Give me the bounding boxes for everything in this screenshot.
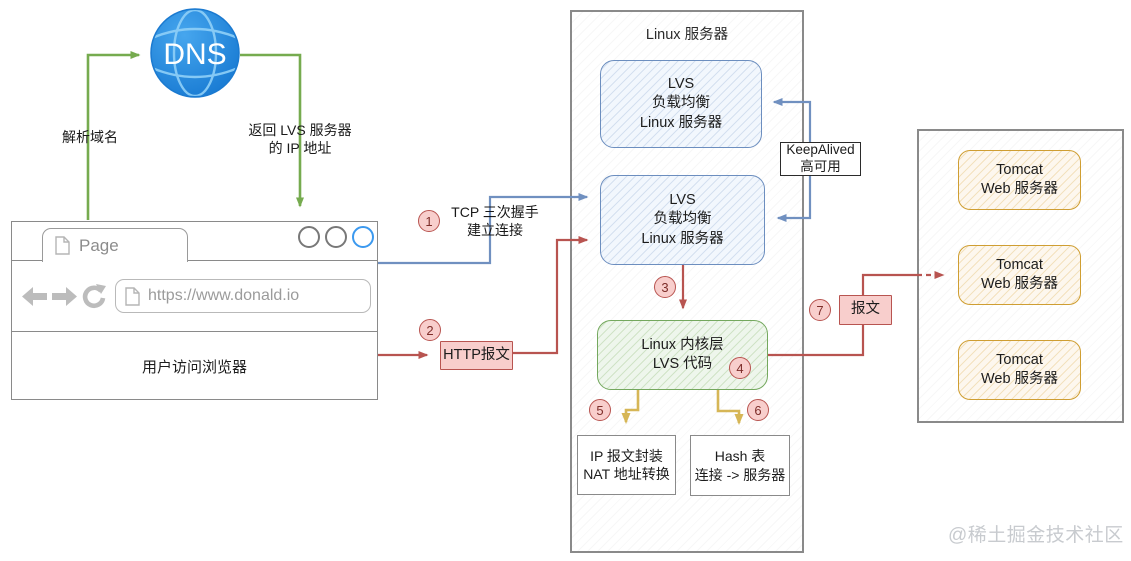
- url-bar[interactable]: https://www.donald.io: [115, 279, 371, 313]
- tcp-handshake-label: TCP 三次握手 建立连接: [451, 204, 539, 238]
- keepalived-label-box: KeepAlived 高可用: [780, 142, 861, 176]
- watermark: @稀土掘金技术社区: [948, 525, 1124, 546]
- step-4-badge: 4: [729, 357, 751, 379]
- url-text: https://www.donald.io: [148, 287, 300, 304]
- lvs-main-server-box: LVS 负载均衡 Linux 服务器: [600, 175, 765, 265]
- kernel-lvs-code-box: Linux 内核层 LVS 代码: [597, 320, 768, 390]
- kernel-to-nat-arrow: [621, 390, 640, 424]
- window-button-1[interactable]: [298, 226, 320, 248]
- tab-title: Page: [79, 235, 119, 255]
- resolve-domain-label: 解析域名: [62, 129, 118, 145]
- packet-box: 报文: [839, 295, 892, 325]
- http-to-lvs-arrow: [513, 236, 589, 355]
- browser-nav-bar: https://www.donald.io: [12, 261, 377, 332]
- dns-label: DNS: [163, 38, 226, 71]
- browser-tab-bar: Page: [12, 222, 377, 262]
- dns-globe-icon: DNS: [150, 8, 240, 98]
- window-button-3[interactable]: [352, 226, 374, 248]
- return-ip-label: 返回 LVS 服务器 的 IP 地址: [248, 122, 352, 156]
- tomcat-server-box-1: Tomcat Web 服务器: [958, 150, 1081, 210]
- linux-container-title: Linux 服务器: [645, 27, 729, 43]
- return-ip-arrow: [240, 53, 304, 208]
- tcp-handshake-arrow: [378, 193, 589, 265]
- resolve-domain-arrow: [86, 51, 141, 220]
- step-3-badge: 3: [654, 276, 676, 298]
- lvs-backup-server-box: LVS 负载均衡 Linux 服务器: [600, 60, 762, 148]
- reload-icon[interactable]: [81, 283, 106, 309]
- browser-tab[interactable]: Page: [42, 228, 188, 262]
- tomcat-server-box-2: Tomcat Web 服务器: [958, 245, 1081, 305]
- window-buttons: [298, 226, 374, 248]
- browser-window: Page: [11, 221, 378, 400]
- page-file-icon: [55, 236, 70, 255]
- tomcat-server-box-3: Tomcat Web 服务器: [958, 340, 1081, 400]
- step-5-badge: 5: [589, 399, 611, 421]
- step-6-badge: 6: [747, 399, 769, 421]
- url-file-icon: [125, 286, 140, 306]
- forward-icon[interactable]: [51, 286, 78, 307]
- http-packet-box: HTTP报文: [440, 341, 513, 370]
- hash-table-box: Hash 表 连接 -> 服务器: [690, 435, 790, 496]
- window-button-2[interactable]: [325, 226, 347, 248]
- browser-caption: 用户访问浏览器: [141, 358, 247, 376]
- back-icon[interactable]: [21, 286, 48, 307]
- step-2-badge: 2: [419, 319, 441, 341]
- step-1-badge: 1: [418, 210, 440, 232]
- nat-translation-box: IP 报文封装 NAT 地址转换: [577, 435, 676, 495]
- step-7-badge: 7: [809, 299, 831, 321]
- kernel-to-hash-arrow: [716, 390, 744, 425]
